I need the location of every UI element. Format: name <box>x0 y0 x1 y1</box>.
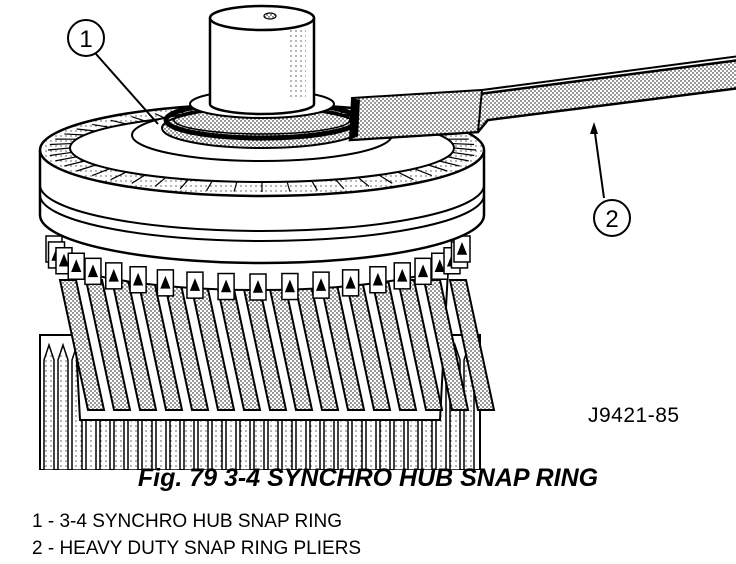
synchro-hub-illustration: 1 2 <box>38 4 736 470</box>
callout-2-number: 2 <box>605 206 618 233</box>
callout-2-leader <box>593 125 605 199</box>
legend: 1 - 3-4 SYNCHRO HUB SNAP RING 2 - HEAVY … <box>32 508 361 562</box>
legend-item-2: 2 - HEAVY DUTY SNAP RING PLIERS <box>32 538 362 559</box>
snap-ring-pliers <box>348 55 736 142</box>
legend-item-1: 1 - 3-4 SYNCHRO HUB SNAP RING <box>32 511 343 532</box>
main-shaft <box>189 4 335 119</box>
drawing-code: J9421-85 <box>588 404 680 427</box>
callout-1-leader <box>95 53 159 125</box>
callout-1-number: 1 <box>79 26 92 53</box>
callout-2: 2 <box>593 199 631 237</box>
helical-gear <box>58 269 496 421</box>
callout-1: 1 <box>67 19 105 57</box>
synchro-hub <box>131 107 393 162</box>
figure-caption: Fig. 79 3-4 SYNCHRO HUB SNAP RING <box>137 464 599 492</box>
